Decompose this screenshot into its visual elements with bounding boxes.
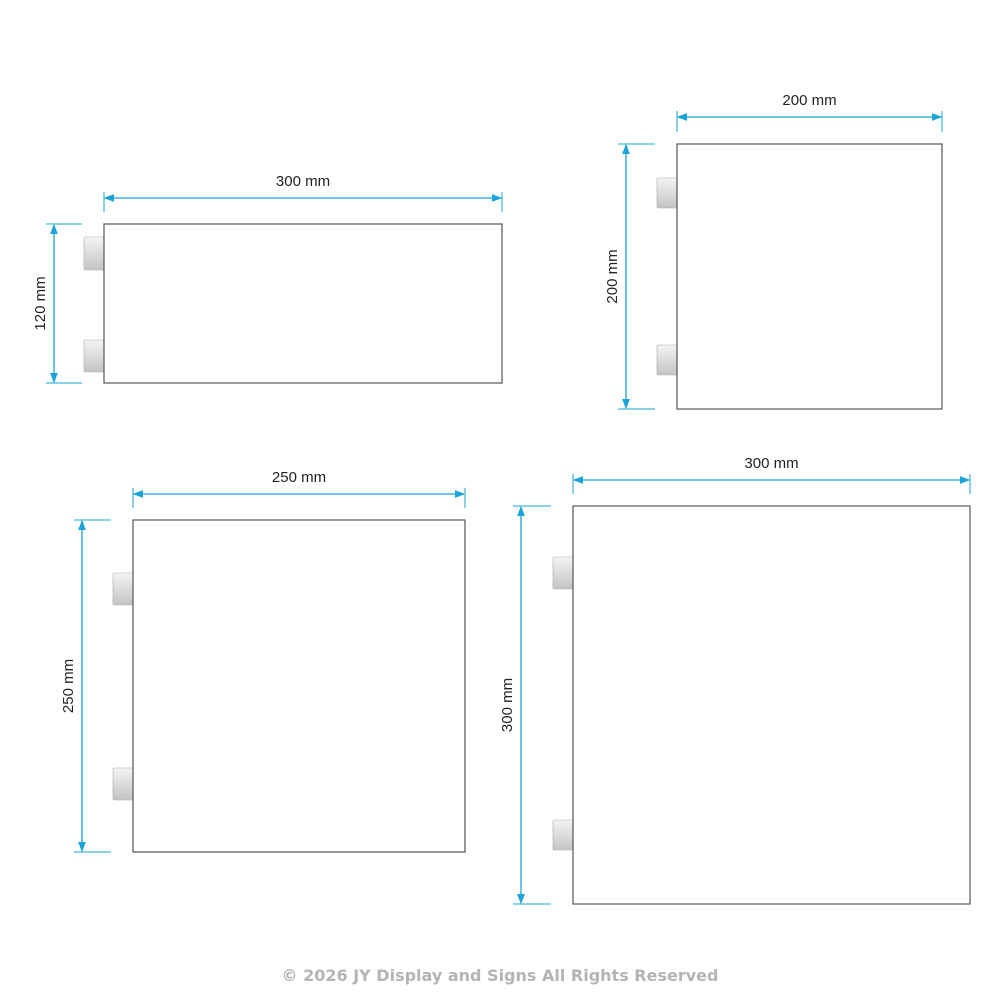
panel-4-height-label: 300 mm (499, 678, 516, 732)
panel-1-height-label: 120 mm (32, 276, 49, 330)
panel-4-outline (572, 505, 971, 905)
panel-3-height-label: 250 mm (60, 659, 77, 713)
panel-2-outline (676, 143, 943, 410)
panel-4-width-label: 300 mm (744, 455, 798, 472)
panel-2-height-label: 200 mm (604, 249, 621, 303)
panel-3-width-label: 250 mm (272, 469, 326, 486)
panel-1-outline (103, 223, 503, 384)
panel-3-outline (132, 519, 466, 853)
copyright-footer: © 2026 JY Display and Signs All Rights R… (281, 966, 719, 985)
panel-1-width-label: 300 mm (276, 173, 330, 190)
panel-2-width-label: 200 mm (782, 92, 836, 109)
